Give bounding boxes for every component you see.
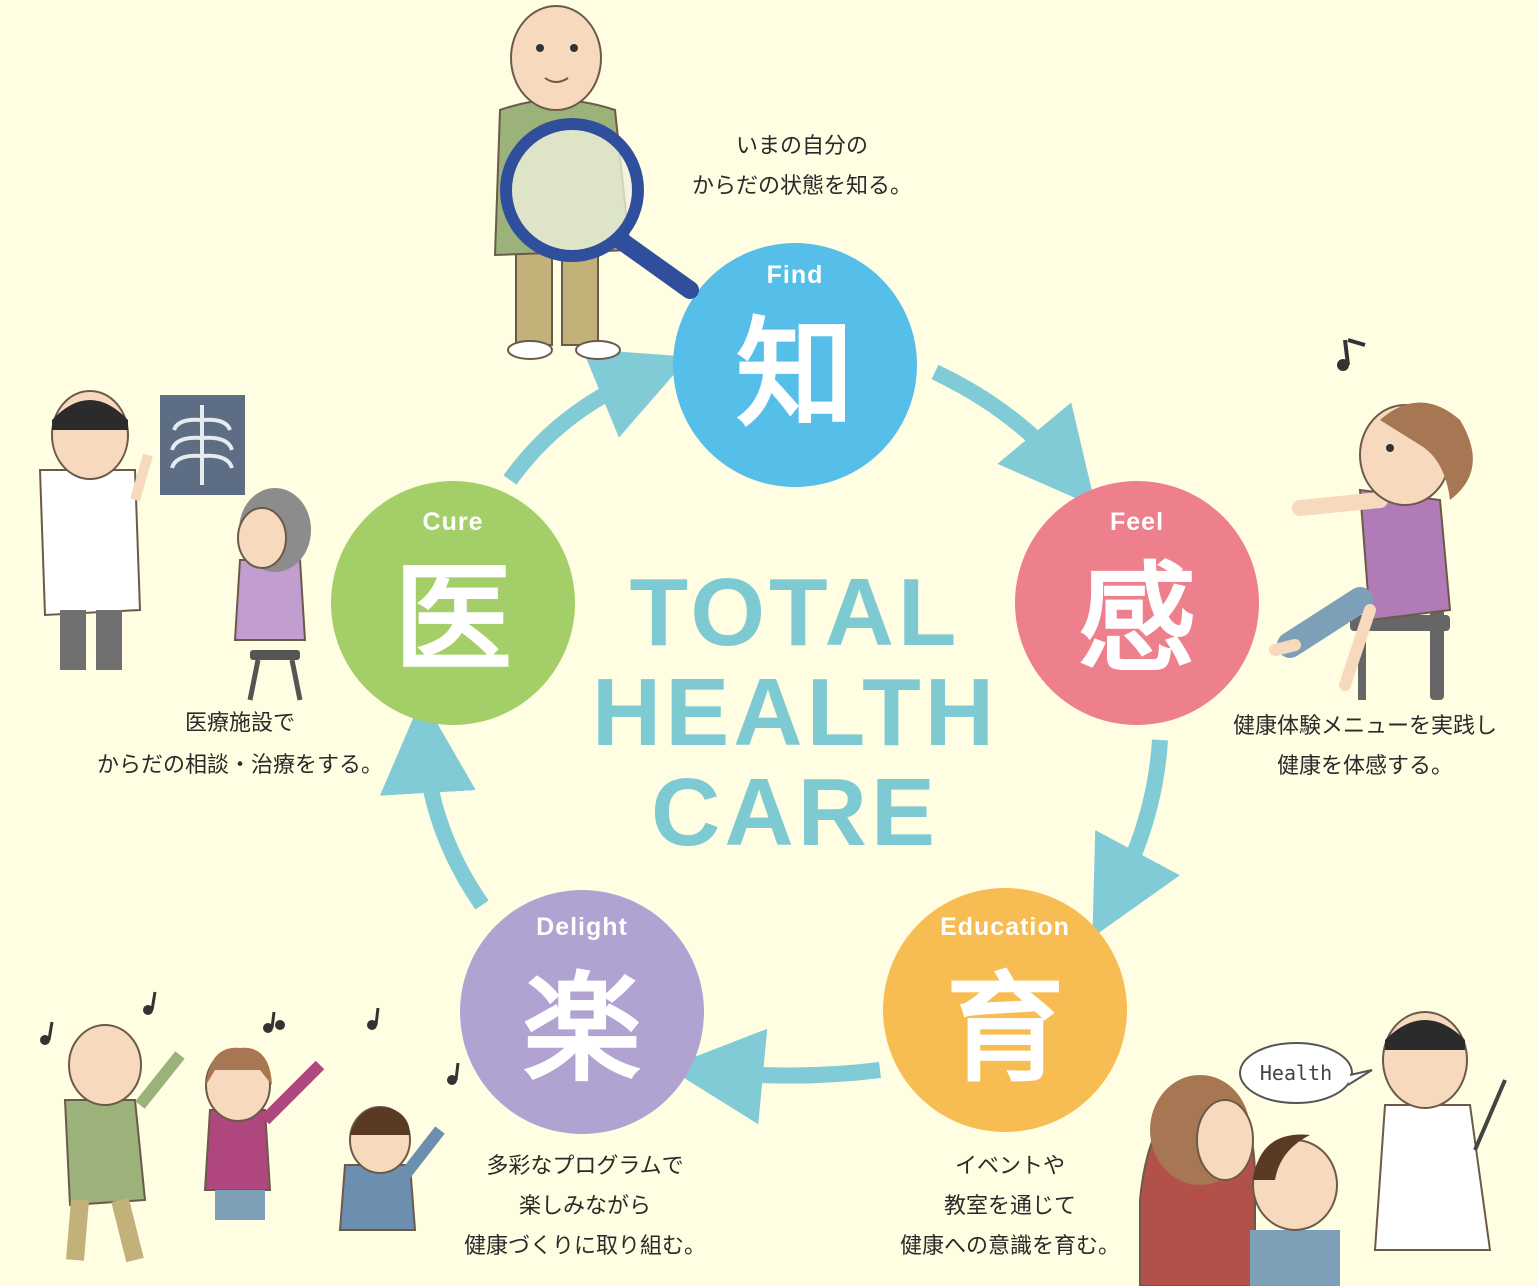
caption-delight-line3: 健康づくりに取り組む。: [464, 1234, 706, 1259]
node-education: Education 育: [883, 888, 1127, 1132]
node-delight-kanji: 楽: [523, 960, 641, 1098]
music-note-icon: [1343, 338, 1366, 366]
center-title-line3: CARE: [651, 759, 939, 866]
node-feel: Feel 感: [1015, 481, 1259, 725]
caption-delight-line1: 多彩なプログラムで: [486, 1154, 683, 1179]
node-education-circle: [883, 888, 1127, 1132]
node-education-label: Education: [940, 913, 1070, 941]
node-feel-label: Feel: [1110, 508, 1164, 536]
arrow-find-to-feel: [931, 364, 1096, 507]
speech-bubble: Health: [1260, 1061, 1332, 1085]
caption-education-line2: 教室を通じて: [944, 1194, 1076, 1219]
caption-delight-line2: 楽しみながら: [519, 1194, 651, 1219]
illustration-doctor-family: Health: [1139, 1011, 1507, 1286]
arrow-delight-to-cure: [379, 697, 489, 910]
node-cure: Cure 医: [331, 481, 575, 725]
caption-feel-line1: 健康体験メニューを実践し: [1233, 714, 1497, 739]
center-title-line2: HEALTH: [592, 659, 998, 766]
node-delight: Delight 楽: [460, 890, 704, 1134]
caption-find-line1: いまの自分の: [736, 134, 868, 159]
node-delight-label: Delight: [536, 913, 628, 941]
arrow-education-to-delight: [667, 1028, 881, 1125]
node-delight-circle: [460, 890, 704, 1134]
magnifier-icon: [500, 118, 644, 262]
caption-feel: 健康体験メニューを実践し 健康を体感する。: [1233, 714, 1497, 779]
caption-education-line1: イベントや: [955, 1154, 1065, 1179]
node-education-kanji: 育: [946, 960, 1064, 1098]
illustration-woman-chair: [1269, 338, 1473, 700]
arrow-cure-to-find: [503, 348, 690, 485]
illustration-dancing-family: [40, 991, 460, 1263]
center-title-line1: TOTAL: [629, 559, 960, 666]
node-find-kanji: 知: [736, 305, 854, 443]
node-feel-kanji: 感: [1078, 550, 1196, 688]
caption-cure-line2: からだの相談・治療をする。: [97, 753, 383, 778]
node-find-label: Find: [767, 261, 824, 289]
caption-delight: 多彩なプログラムで 楽しみながら 健康づくりに取り組む。: [464, 1154, 706, 1259]
node-find-circle: [673, 243, 917, 487]
caption-find-line2: からだの状態を知る。: [692, 174, 912, 199]
node-find: Find 知: [673, 243, 917, 487]
caption-find: いまの自分の からだの状態を知る。: [692, 134, 912, 199]
illustration-doctor-patient: [38, 390, 311, 701]
node-feel-circle: [1015, 481, 1259, 725]
node-cure-circle: [331, 481, 575, 725]
node-cure-kanji: 医: [394, 550, 512, 688]
caption-cure-line1: 医療施設で: [185, 711, 295, 736]
caption-education: イベントや 教室を通じて 健康への意識を育む。: [900, 1154, 1120, 1259]
node-cure-label: Cure: [423, 508, 484, 536]
xray-ribs-icon: [170, 405, 234, 485]
caption-feel-line2: 健康を体感する。: [1277, 754, 1453, 779]
arrow-feel-to-education: [1092, 739, 1180, 938]
caption-cure: 医療施設で からだの相談・治療をする。: [97, 711, 383, 778]
center-title: TOTAL HEALTH CARE: [592, 559, 998, 866]
music-notes-icon: [40, 991, 460, 1085]
caption-education-line3: 健康への意識を育む。: [900, 1234, 1120, 1259]
cycle-arrows: [379, 348, 1180, 1125]
illustration-man-magnifier: [493, 5, 699, 360]
